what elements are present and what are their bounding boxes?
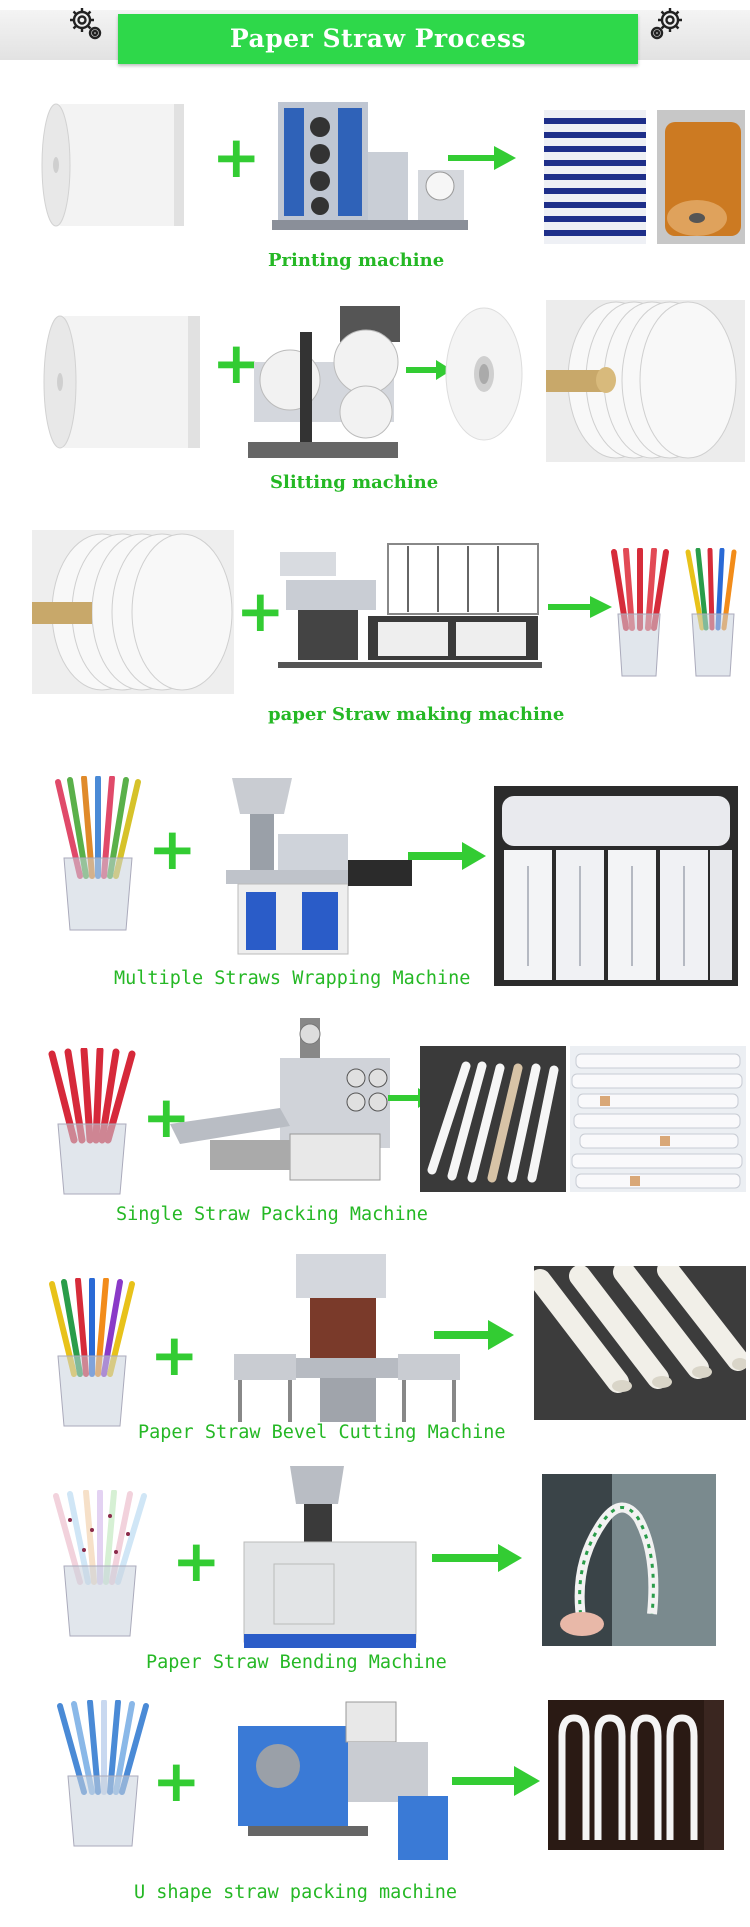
u-shape-straws-image xyxy=(548,1700,724,1850)
page-title: Paper Straw Process xyxy=(229,24,527,53)
slit-rolls-image xyxy=(32,530,234,694)
row-caption: Paper Straw Bevel Cutting Machine xyxy=(138,1422,506,1443)
plus-icon: + xyxy=(148,815,197,883)
arrow-icon xyxy=(448,146,516,170)
title-banner: Paper Straw Process xyxy=(118,14,638,64)
slit-roll-image xyxy=(442,304,526,444)
wrapping-machine-image xyxy=(218,774,418,964)
color-straws-cup-image xyxy=(44,1278,140,1430)
plus-icon: + xyxy=(150,1321,199,1389)
row-caption: Printing machine xyxy=(268,250,445,271)
striped-straws-cup-image xyxy=(50,776,146,934)
printed-paper-image xyxy=(544,110,646,244)
kraft-roll-image xyxy=(657,110,745,244)
packed-straws-pile-image xyxy=(570,1046,746,1192)
blue-dotted-straws-cup-image xyxy=(52,1700,154,1850)
plus-icon: + xyxy=(236,577,285,645)
row-caption: U shape straw packing machine xyxy=(134,1882,458,1903)
single-wrapped-straws-image xyxy=(420,1046,566,1192)
plus-icon: + xyxy=(212,123,261,191)
color-straws-cup-image xyxy=(680,548,746,680)
arrow-icon xyxy=(406,360,452,380)
red-straws-cup-image xyxy=(604,548,674,680)
wrapped-straws-image xyxy=(494,786,738,986)
plus-icon: + xyxy=(152,1747,201,1815)
bent-straw-image xyxy=(542,1474,716,1646)
plus-icon: + xyxy=(172,1527,221,1595)
row-caption: Paper Straw Bending Machine xyxy=(146,1652,447,1673)
slit-rolls-closeup-image xyxy=(546,300,745,462)
paper-roll-image xyxy=(38,100,198,230)
arrow-icon xyxy=(432,1544,522,1572)
plus-icon: + xyxy=(212,329,261,397)
straw-making-machine-image xyxy=(278,536,548,686)
dotted-straws-cup-image xyxy=(48,1490,152,1640)
row-caption: Multiple Straws Wrapping Machine xyxy=(114,968,471,989)
single-packing-machine-image xyxy=(170,1014,394,1188)
bending-machine-image xyxy=(234,1464,424,1658)
gears-icon xyxy=(648,6,684,42)
row-caption: Slitting machine xyxy=(270,472,439,493)
arrow-icon xyxy=(408,842,486,870)
u-shape-packing-machine-image xyxy=(228,1696,452,1866)
bevel-cutting-machine-image xyxy=(230,1250,464,1426)
dotted-straws-cup-image xyxy=(44,1048,140,1198)
row-caption: paper Straw making machine xyxy=(268,704,565,725)
printing-machine-image xyxy=(268,92,478,252)
paper-roll-image xyxy=(40,312,212,452)
gears-icon xyxy=(68,6,104,42)
slitting-machine-image xyxy=(240,302,410,472)
arrow-icon xyxy=(434,1320,514,1350)
arrow-icon xyxy=(452,1766,540,1796)
arrow-icon xyxy=(548,596,612,618)
bevel-cut-straws-image xyxy=(534,1266,746,1420)
row-caption: Single Straw Packing Machine xyxy=(116,1204,428,1225)
